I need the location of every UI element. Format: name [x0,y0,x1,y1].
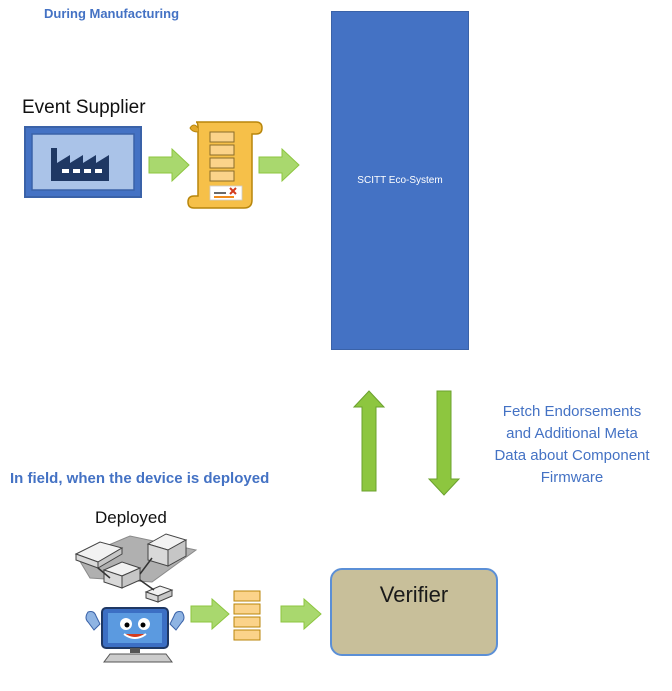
verifier-label: Verifier [379,582,449,607]
flow-arrow-right [190,597,230,631]
flow-arrow-right [280,597,322,631]
computer-mascot-icon [85,607,185,663]
factory-icon [24,126,142,198]
deployed-label: Deployed [95,508,167,527]
scitt-label: SCITT Eco-System [357,175,443,186]
scroll-document-icon [187,121,263,209]
arrow-down [427,390,461,496]
record-stack-icon [233,590,261,641]
fetch-endorsements-text: Fetch Endorsements and Additional Meta D… [474,401,670,489]
fetch-line: Fetch Endorsements [502,403,642,420]
scitt-ecosystem-block: SCITT Eco-System [331,11,469,350]
flow-arrow-right [258,147,300,183]
fetch-line: Data about Component [494,447,650,464]
fetch-line: and Additional Meta [506,425,638,442]
flow-arrow-right [148,147,190,183]
heading-manufacturing: During Manufacturing [44,6,180,21]
event-supplier-label: Event Supplier [22,97,146,118]
verifier-box: Verifier [330,568,498,656]
arrow-up [352,390,386,492]
fetch-line: Firmware [540,469,604,486]
heading-in-field: In field, when the device is deployed [10,470,270,487]
network-devices-icon [74,533,198,603]
